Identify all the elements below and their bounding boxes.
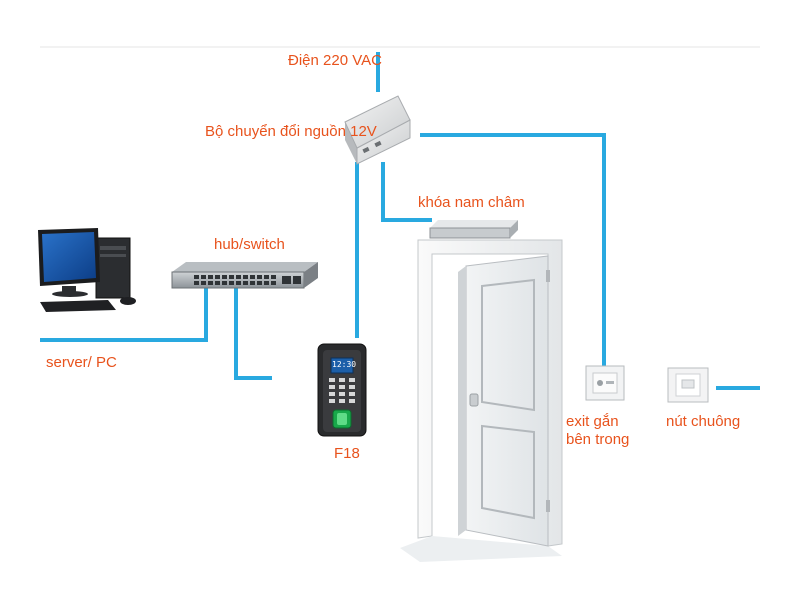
- label-exit-button-line1: exit gắn: [566, 413, 619, 430]
- magnetic-lock-icon: [429, 220, 518, 239]
- door-icon: [400, 239, 563, 562]
- network-switch-icon: [171, 262, 318, 289]
- label-server-pc: server/ PC: [46, 354, 117, 371]
- fingerprint-terminal-icon: [317, 343, 367, 437]
- computer-icon: [38, 228, 136, 312]
- label-power-adapter: Bộ chuyển đổi nguồn 12V: [205, 123, 377, 140]
- power-adapter-icon: [344, 95, 411, 165]
- label-doorbell: nút chuông: [666, 413, 741, 430]
- cables: [40, 52, 760, 390]
- doorbell-button-icon: [667, 367, 709, 403]
- label-device-model: F18: [334, 445, 360, 462]
- cable-switch-to-device: [234, 282, 272, 380]
- label-hub-switch: hub/switch: [214, 236, 285, 253]
- label-exit-button-line2: bên trong: [566, 431, 630, 448]
- label-power-220: Điện 220 VAC: [288, 52, 382, 69]
- exit-button-icon: [585, 365, 625, 401]
- cable-adapter-to-exit-button: [420, 133, 606, 368]
- cable-adapter-to-lock: [381, 162, 432, 222]
- device-screen: [330, 357, 354, 374]
- label-exit-button: exit gắn bên trong: [566, 413, 676, 449]
- cable-switch-to-pc: [40, 282, 208, 342]
- device-screen-time: 12:30: [332, 360, 357, 369]
- label-magnetic-lock: khóa nam châm: [418, 194, 525, 211]
